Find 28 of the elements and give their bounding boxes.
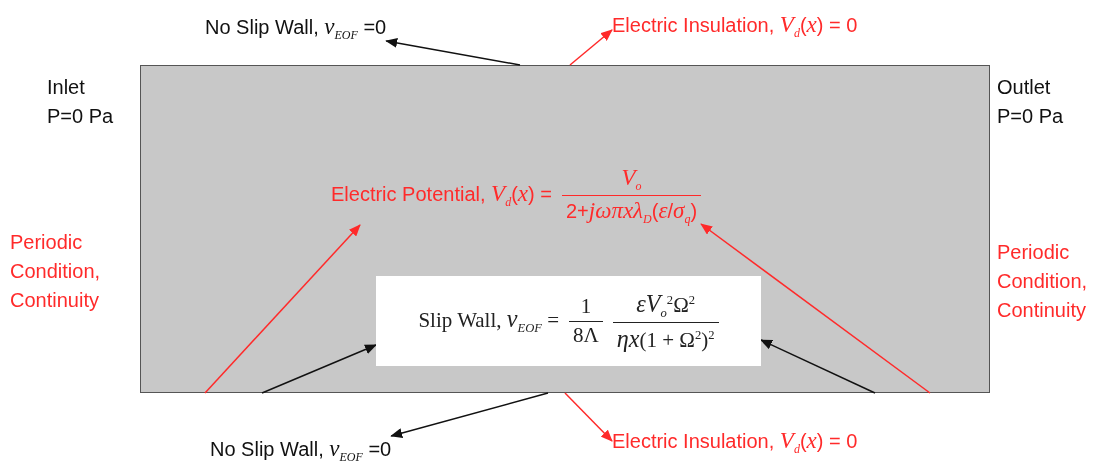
boundary-condition-label: No Slip Wall, v$_{EOF}$ =0	[210, 432, 392, 467]
formula-denominator: 2+jωπxλ$_{D}$(ε/σ$_{q}$)	[561, 194, 702, 228]
formula-label: Electric Potential, V$_{d}$(x) =	[331, 180, 552, 210]
arrow	[385, 38, 521, 66]
arrow	[204, 224, 361, 394]
formula-denominator: 8Λ	[569, 320, 603, 349]
boundary-label: Outlet	[997, 75, 1052, 100]
formula-numerator: 1	[579, 293, 593, 321]
boundary-condition-label: Electric Insulation, V$_{d}$(x) = 0	[612, 8, 858, 43]
arrow	[564, 392, 613, 442]
boundary-label: P=0 Pa	[47, 104, 115, 129]
formula-label: Slip Wall, v$_{EOF}$ =	[418, 305, 560, 337]
boundary-label: Periodic Condition, Continuity	[10, 230, 102, 313]
boundary-label: Inlet	[47, 75, 86, 100]
formula-numerator: εV$_{o}$$^{2}$Ω$^{2}$	[635, 289, 697, 322]
arrow	[760, 339, 876, 394]
formula-denominator: ηx(1 + Ω$^{2}$)$^{2}$	[612, 321, 719, 354]
formula-box	[376, 276, 761, 366]
arrow	[390, 392, 549, 438]
arrow	[700, 223, 931, 394]
boundary-condition-label: Electric Insulation, V$_{d}$(x) = 0	[612, 424, 858, 459]
arrow	[569, 29, 613, 66]
arrow	[261, 344, 377, 394]
boundary-label: P=0 Pa	[997, 104, 1065, 129]
channel-region	[140, 65, 990, 393]
boundary-label: Periodic Condition, Continuity	[997, 240, 1089, 323]
formula-numerator: V$_{o}$	[620, 163, 643, 195]
boundary-condition-label: No Slip Wall, v$_{EOF}$ =0	[205, 10, 387, 45]
